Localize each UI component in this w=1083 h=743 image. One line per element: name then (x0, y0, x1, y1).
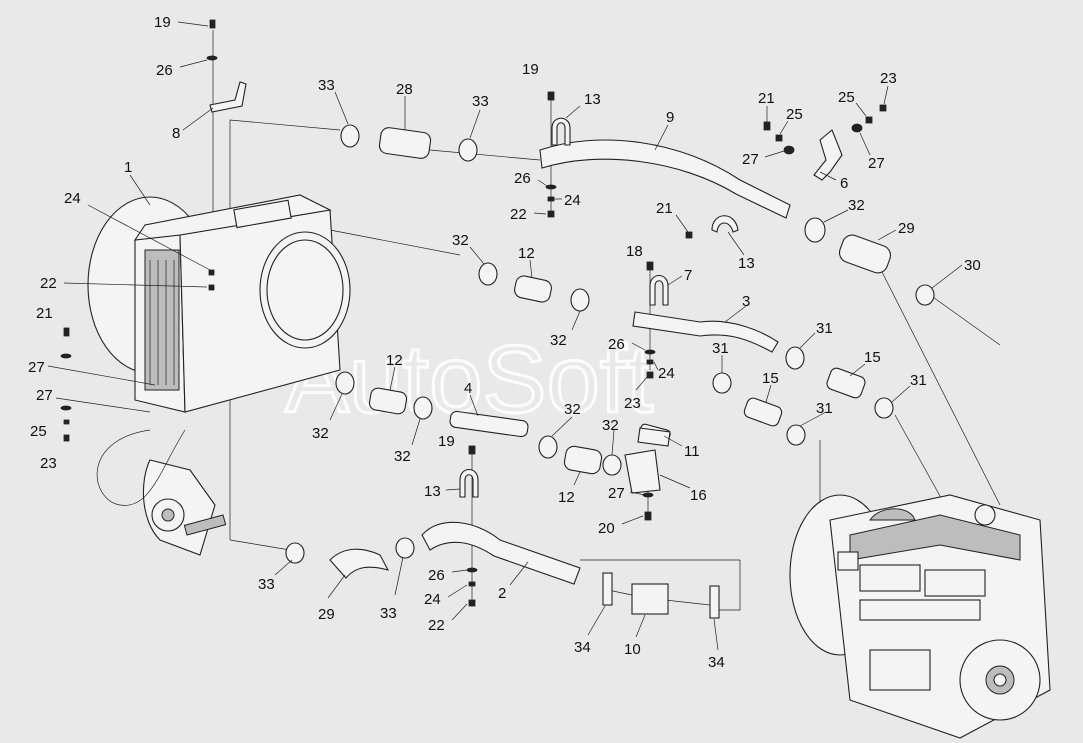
callout-24: 24 (564, 192, 581, 209)
callout-32: 32 (564, 401, 581, 418)
callout-22: 22 (510, 206, 527, 223)
callout-34: 34 (574, 639, 591, 656)
callout-11: 11 (684, 443, 700, 460)
callout-33: 33 (380, 605, 397, 622)
lower-pump-assembly (96, 429, 227, 556)
callout-1: 1 (124, 159, 132, 176)
callout-15: 15 (762, 370, 779, 387)
engine-assembly (789, 494, 1051, 739)
callout-13: 13 (424, 483, 441, 500)
callout-26: 26 (514, 170, 531, 187)
callout-29: 29 (318, 606, 335, 623)
callout-27: 27 (36, 387, 53, 404)
callout-31: 31 (816, 400, 833, 417)
callout-12: 12 (518, 245, 535, 262)
callout-15: 15 (864, 349, 881, 366)
callout-18: 18 (626, 243, 643, 260)
callout-27: 27 (742, 151, 759, 168)
pipes (329, 127, 892, 615)
callout-27: 27 (868, 155, 885, 172)
callout-labels: 19 26 8 1 24 22 21 27 27 25 23 33 28 33 … (28, 14, 981, 671)
callout-23: 23 (40, 455, 57, 472)
callout-22: 22 (428, 617, 445, 634)
callout-31: 31 (910, 372, 927, 389)
callout-32: 32 (602, 417, 619, 434)
callout-21: 21 (36, 305, 53, 322)
callout-27: 27 (608, 485, 625, 502)
callout-26: 26 (428, 567, 445, 584)
callout-13: 13 (584, 91, 601, 108)
callout-23: 23 (624, 395, 641, 412)
callout-19: 19 (154, 14, 171, 31)
callout-25: 25 (786, 106, 803, 123)
callout-6: 6 (840, 175, 848, 192)
callout-3: 3 (742, 293, 750, 310)
callout-24: 24 (64, 190, 81, 207)
callout-32: 32 (550, 332, 567, 349)
callout-12: 12 (558, 489, 575, 506)
callout-21: 21 (758, 90, 775, 107)
callout-25: 25 (30, 423, 47, 440)
callout-33: 33 (472, 93, 489, 110)
callout-24: 24 (424, 591, 441, 608)
callout-32: 32 (312, 425, 329, 442)
callout-27: 27 (28, 359, 45, 376)
callout-33: 33 (318, 77, 335, 94)
callout-29: 29 (898, 220, 915, 237)
callout-28: 28 (396, 81, 413, 98)
callout-21: 21 (656, 200, 673, 217)
callout-26: 26 (608, 336, 625, 353)
callout-31: 31 (816, 320, 833, 337)
callout-32: 32 (452, 232, 469, 249)
callout-8: 8 (172, 125, 180, 142)
callout-33: 33 (258, 576, 275, 593)
callout-7: 7 (684, 267, 692, 284)
callout-2: 2 (498, 585, 506, 602)
callout-4: 4 (464, 380, 472, 397)
callout-10: 10 (624, 641, 641, 658)
callout-20: 20 (598, 520, 615, 537)
callout-24: 24 (658, 365, 675, 382)
callout-12: 12 (386, 352, 403, 369)
callout-26: 26 (156, 62, 173, 79)
callout-34: 34 (708, 654, 725, 671)
callout-32: 32 (394, 448, 411, 465)
callout-13: 13 (738, 255, 755, 272)
callout-25: 25 (838, 89, 855, 106)
brackets (60, 19, 887, 607)
callout-9: 9 (666, 109, 674, 126)
callout-22: 22 (40, 275, 57, 292)
radiator-assembly (87, 194, 351, 413)
callout-30: 30 (964, 257, 981, 274)
callout-19: 19 (438, 433, 455, 450)
callout-32: 32 (848, 197, 865, 214)
callout-19: 19 (522, 61, 539, 78)
callout-31: 31 (712, 340, 729, 357)
callout-16: 16 (690, 487, 707, 504)
callout-23: 23 (880, 70, 897, 87)
